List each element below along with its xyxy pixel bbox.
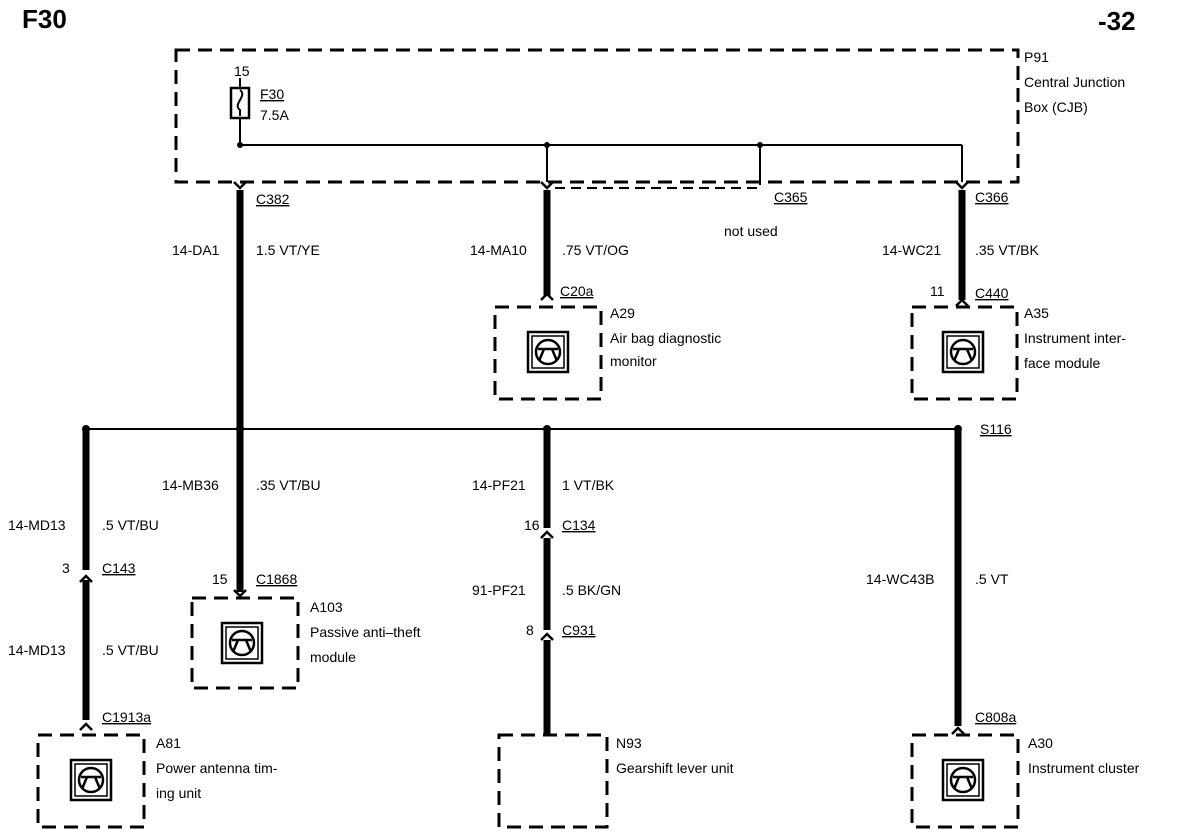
c1868-label: C1868 [256, 571, 297, 587]
c1913a-terminal-icon [78, 722, 94, 732]
a81-module [36, 733, 146, 829]
c134-pin: 16 [524, 517, 540, 533]
wire-da1-spec: 1.5 VT/YE [256, 242, 320, 258]
steering-wheel-icon [941, 758, 985, 802]
c1868-pin: 15 [212, 571, 228, 587]
c143-label: C143 [102, 560, 136, 576]
a35-name-line1: Instrument inter- [1024, 330, 1126, 346]
page-title: F30 [22, 4, 67, 34]
c440-pin: 11 [930, 283, 945, 299]
a30-module [910, 733, 1020, 829]
wire-pf21b-circuit: 91-PF21 [472, 582, 526, 598]
steering-wheel-icon [220, 621, 264, 665]
wire-wc43b-spec: .5 VT [975, 571, 1009, 587]
wire-pf21b-spec: .5 BK/GN [562, 582, 621, 598]
a81-id: A81 [156, 735, 181, 751]
c931-label: C931 [562, 622, 596, 638]
not-used-note: not used [724, 223, 778, 239]
a29-name-line1: Air bag diagnostic [610, 330, 721, 346]
n93-id: N93 [616, 735, 642, 751]
a29-module [493, 305, 603, 401]
cjb-name-line1: Central Junction [1024, 74, 1125, 90]
wire-wc43b-circuit: 14-WC43B [866, 571, 934, 587]
a103-module [190, 596, 300, 690]
c366-label: C366 [975, 189, 1009, 205]
a30-id: A30 [1028, 735, 1053, 751]
c808a-terminal-icon [950, 726, 966, 736]
wire-pf21-spec: 1 VT/BK [562, 477, 615, 493]
n93-module [497, 733, 609, 829]
wire-md13a-circuit: 14-MD13 [8, 517, 66, 533]
cjb-name-line2: Box (CJB) [1024, 99, 1088, 115]
c365-terminal-icon [539, 180, 555, 190]
c366-terminal-icon [954, 180, 970, 190]
c382-label: C382 [256, 191, 290, 207]
c365-label: C365 [774, 189, 808, 205]
a30-name-line1: Instrument cluster [1028, 760, 1140, 776]
c134-label: C134 [562, 517, 596, 533]
wire-md13b-circuit: 14-MD13 [8, 642, 66, 658]
c808a-label: C808a [975, 709, 1016, 725]
fuse-rating: 7.5A [260, 107, 289, 123]
steering-wheel-icon [941, 330, 985, 374]
wire-da1-circuit: 14-DA1 [172, 242, 220, 258]
a35-module [910, 305, 1019, 401]
a35-id: A35 [1024, 305, 1049, 321]
a35-name-line2: face module [1024, 355, 1100, 371]
wire-md13b-spec: .5 VT/BU [102, 642, 159, 658]
steering-wheel-icon [526, 330, 570, 374]
cjb-internal-bus [237, 142, 963, 189]
wire-pf21-circuit: 14-PF21 [472, 477, 526, 493]
n93-name-line1: Gearshift lever unit [616, 760, 734, 776]
c1913a-label: C1913a [102, 709, 151, 725]
fuse-icon [229, 78, 251, 145]
a29-id: A29 [610, 305, 635, 321]
fuse-id: F30 [260, 86, 284, 102]
a81-name-line2: ing unit [156, 785, 201, 801]
c931-terminal-icon [539, 632, 555, 642]
c143-pin: 3 [62, 560, 70, 576]
c931-pin: 8 [526, 622, 534, 638]
wire-mb36-circuit: 14-MB36 [162, 477, 219, 493]
wire-md13a-spec: .5 VT/BU [102, 517, 159, 533]
c440-label: C440 [975, 285, 1009, 301]
a103-name-line2: module [310, 649, 356, 665]
a29-name-line2: monitor [610, 353, 657, 369]
s116-label: S116 [980, 421, 1012, 437]
fuse-pin: 15 [234, 63, 250, 79]
a81-name-line1: Power antenna tim- [156, 760, 278, 776]
wire-ma10-spec: .75 VT/OG [562, 242, 629, 258]
wire-ma10-circuit: 14-MA10 [470, 242, 527, 258]
c20a-label: C20a [560, 283, 594, 299]
c134-terminal-icon [539, 530, 555, 540]
page-number: -32 [1098, 6, 1136, 36]
a103-name-line1: Passive anti–theft [310, 624, 421, 640]
c440-terminal-icon [954, 298, 970, 308]
bus-s116 [82, 425, 962, 433]
steering-wheel-icon [69, 758, 113, 802]
cjb-id: P91 [1024, 49, 1049, 65]
wire-wc21-spec: .35 VT/BK [975, 242, 1039, 258]
wire-wc21-circuit: 14-WC21 [882, 242, 941, 258]
c20a-terminal-icon [539, 292, 555, 302]
wire-mb36-spec: .35 VT/BU [256, 477, 321, 493]
cjb-box [174, 48, 1020, 184]
a103-id: A103 [310, 599, 343, 615]
